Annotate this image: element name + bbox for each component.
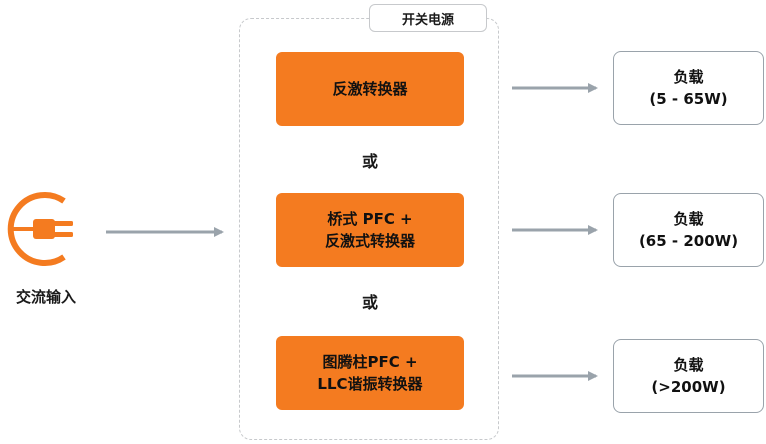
flyback-converter-box: 反激转换器 xyxy=(276,52,464,126)
or-label-1: 或 xyxy=(361,152,378,171)
load-box-3: 负载 (>200W) xyxy=(613,339,764,413)
load-box-1: 负载 (5 - 65W) xyxy=(613,51,764,125)
load-range: (5 - 65W) xyxy=(649,90,728,108)
load-title: 负载 xyxy=(673,356,704,374)
input-label: 交流输入 xyxy=(15,288,76,306)
load-title: 负载 xyxy=(673,210,704,228)
load-box-2: 负载 (65 - 200W) xyxy=(613,193,764,267)
ac-plug-icon xyxy=(7,192,73,266)
load-title: 负载 xyxy=(673,68,704,86)
totem-pole-pfc-llc-box: 图腾柱PFC + LLC谐振转换器 xyxy=(276,336,464,410)
or-label-2: 或 xyxy=(361,293,378,312)
bridge-pfc-flyback-box: 桥式 PFC + 反激式转换器 xyxy=(276,193,464,267)
load-range: (>200W) xyxy=(651,378,726,396)
load-range: (65 - 200W) xyxy=(638,232,739,250)
group-label: 开关电源 xyxy=(369,4,487,32)
